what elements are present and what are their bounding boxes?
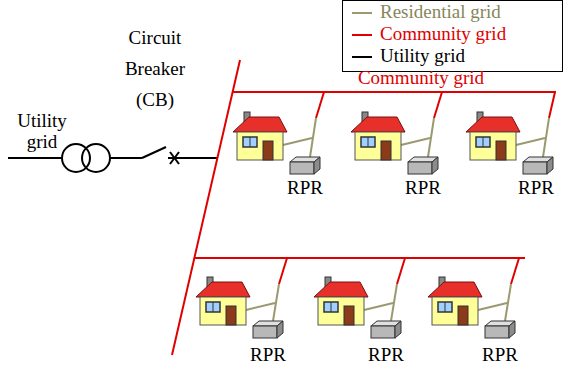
community-label: Community grid — [326, 67, 516, 89]
rpr-label: RPR — [512, 178, 560, 199]
utility-label: Utility grid — [7, 110, 77, 152]
rpr-label: RPR — [398, 178, 448, 199]
rpr-label: RPR — [243, 345, 293, 364]
legend-label: Residential grid — [380, 2, 501, 23]
legend-line-sample — [352, 12, 372, 14]
rpr-label: RPR — [280, 178, 330, 199]
rpr-label: RPR — [361, 345, 411, 364]
legend-line-sample — [352, 34, 372, 36]
rpr-label: RPR — [475, 345, 525, 364]
house-icon — [196, 112, 520, 325]
community-bus — [172, 60, 556, 355]
legend-label: Community grid — [380, 24, 506, 45]
legend-label: Utility grid — [380, 46, 465, 67]
breaker-label: Circuit Breaker (CB) — [105, 22, 205, 115]
legend-line-sample — [352, 56, 372, 58]
rpr-device — [253, 157, 553, 338]
